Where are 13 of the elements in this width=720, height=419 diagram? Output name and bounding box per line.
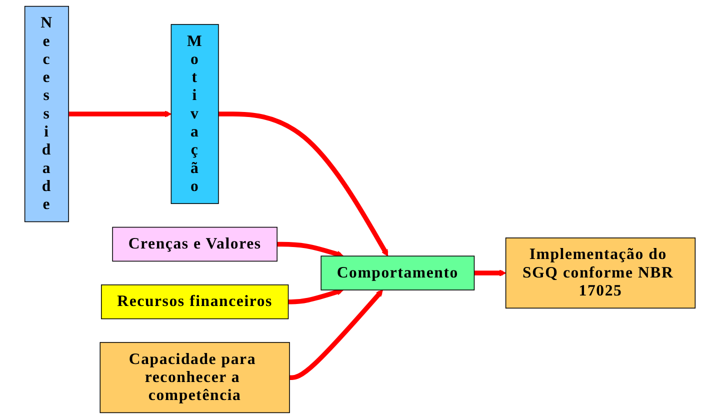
arrow bbox=[474, 270, 506, 276]
node-box: Recursos financeiros bbox=[101, 284, 289, 320]
node-box: Implementação do SGQ conforme NBR 17025 bbox=[505, 238, 696, 309]
node-box: Comportamento bbox=[320, 256, 475, 290]
arrow bbox=[288, 288, 344, 304]
arrow bbox=[290, 290, 383, 380]
node-box: Necessidade bbox=[24, 6, 69, 222]
node-box: Capacidade para reconhecer a competência bbox=[100, 342, 290, 414]
node-box: Crenças e Valores bbox=[112, 226, 278, 262]
arrow bbox=[277, 242, 344, 258]
arrow bbox=[218, 112, 388, 256]
node-box: Motivação bbox=[170, 24, 219, 204]
arrow bbox=[68, 110, 172, 118]
